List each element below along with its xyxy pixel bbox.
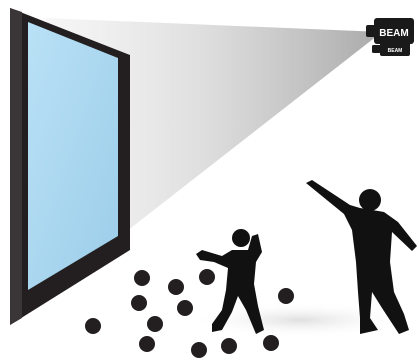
ball-icon [134,270,150,286]
ball-icon [85,318,101,334]
ball-icon [139,336,155,352]
ball-icon [168,279,184,295]
projector-label: BEAM [379,28,408,39]
projector-icon: BEAM BEAM [366,18,414,56]
ball-icon [177,300,193,316]
ball-icon [263,335,279,351]
projection-screen-side [10,8,22,325]
ball-icon [147,316,163,332]
ball-icon [199,269,215,285]
ball-icon [131,295,147,311]
ball-icon [221,338,237,354]
ball-icon [191,342,207,358]
projector-sub-label: BEAM [388,48,403,54]
ball-icon [278,288,294,304]
